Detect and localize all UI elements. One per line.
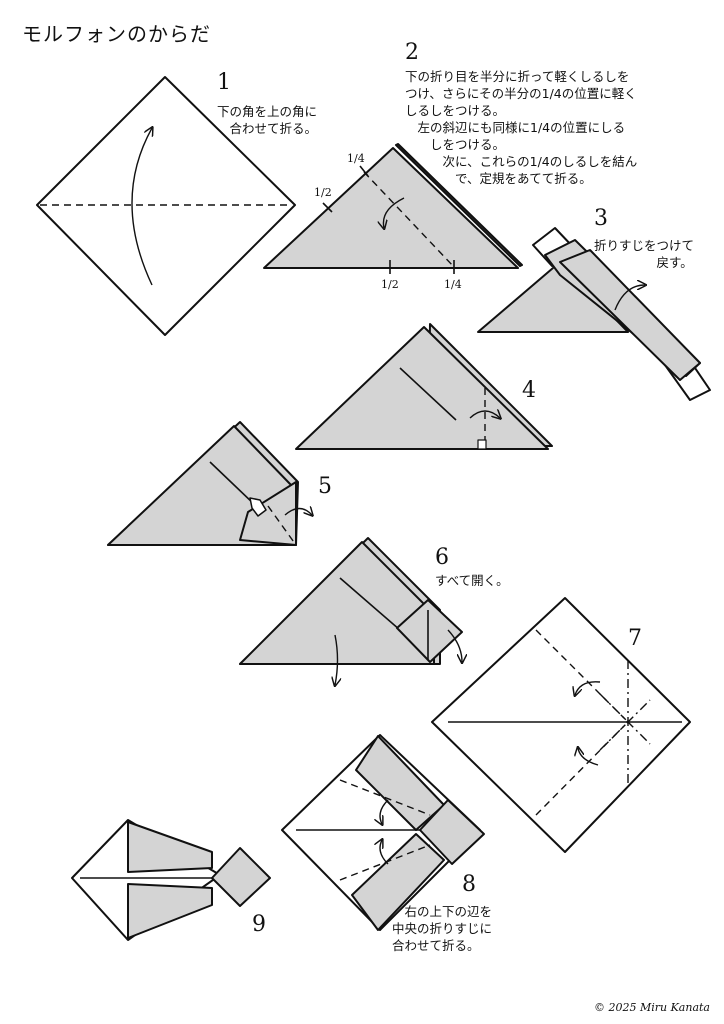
step6-figure	[239, 537, 462, 685]
step4-figure	[295, 323, 553, 450]
step-3-text: 折りすじをつけて 戻す。	[594, 238, 695, 270]
step-2-number: 2	[405, 40, 419, 65]
step-8-number: 8	[462, 872, 476, 897]
step7-figure	[431, 597, 691, 853]
step-9-number: 9	[252, 912, 266, 937]
step5-figure	[107, 421, 312, 546]
step-6-text: すべて開く。	[435, 573, 509, 588]
step8-figure	[281, 734, 485, 931]
step-2-text: 下の折り目を半分に折って軽くしるしを つけ、さらにその半分の1/4の位置に軽く …	[405, 69, 638, 186]
step1-figure	[36, 76, 296, 336]
mark-half-left: 1/2	[314, 186, 332, 199]
step9-figure	[71, 819, 271, 941]
step-7-number: 7	[628, 626, 642, 651]
mark-quarter-top: 1/4	[347, 152, 365, 165]
step3-figure	[477, 227, 711, 401]
step-1-text: 下の角を上の角に 合わせて折る。	[217, 104, 318, 136]
step2-figure	[263, 143, 523, 274]
step-6-number: 6	[435, 545, 449, 570]
page-title: モルフォンのからだ	[22, 22, 211, 46]
mark-quarter-bottom: 1/4	[444, 278, 462, 291]
step-5-number: 5	[318, 474, 332, 499]
copyright: © 2025 Miru Kanata	[593, 1001, 710, 1014]
step-3-number: 3	[594, 206, 608, 231]
step-8-text: 右の上下の辺を 中央の折りすじに 合わせて折る。	[392, 904, 493, 953]
mark-half-bottom: 1/2	[381, 278, 399, 291]
step-4-number: 4	[522, 378, 536, 403]
step-1-number: 1	[217, 70, 231, 95]
